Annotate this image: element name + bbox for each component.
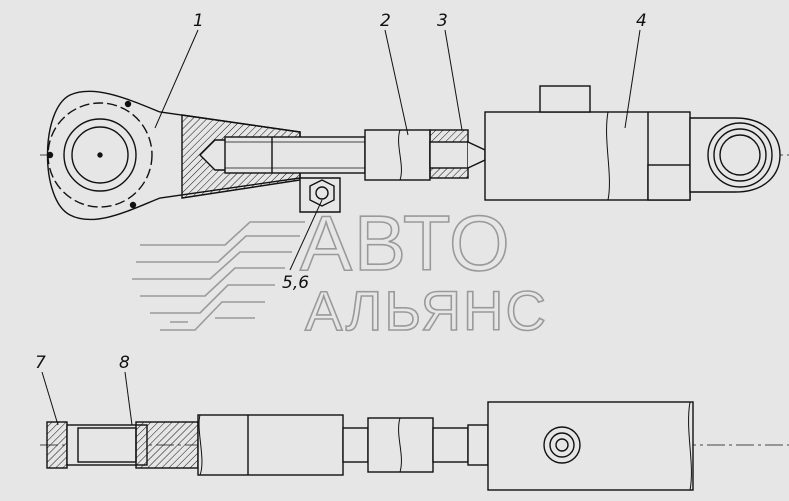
end-cap (46, 421, 68, 469)
leader-7 (41, 371, 59, 426)
callout-4: 4 (636, 11, 647, 31)
upper-assembly (40, 85, 789, 221)
watermark-line2: АЛЬЯНС (305, 279, 548, 342)
callout-5-6: 5,6 (282, 273, 309, 293)
callout-2: 2 (380, 11, 391, 31)
watermark-line1: АВТО (300, 199, 512, 287)
bolt-bracket (299, 177, 341, 213)
right-eye (689, 117, 781, 193)
callout-8: 8 (119, 353, 130, 373)
leader-8 (124, 371, 133, 426)
cylinder-body (484, 85, 691, 201)
watermark: АВТО АЛЬЯНС (132, 198, 548, 343)
leader-1 (154, 29, 199, 129)
rod-socket-lower (135, 421, 199, 469)
callout-1: 1 (193, 11, 204, 31)
callout-7: 7 (35, 353, 46, 373)
leader-2 (384, 29, 409, 136)
lower-assembly (40, 401, 789, 491)
callout-3: 3 (437, 11, 448, 31)
watermark-logo (132, 221, 305, 331)
lower-cylinder (487, 401, 694, 491)
threaded-rod (224, 129, 431, 181)
leader-5-6 (289, 199, 323, 271)
callouts (41, 29, 641, 426)
leader-4 (624, 29, 641, 129)
leader-3 (444, 29, 463, 131)
